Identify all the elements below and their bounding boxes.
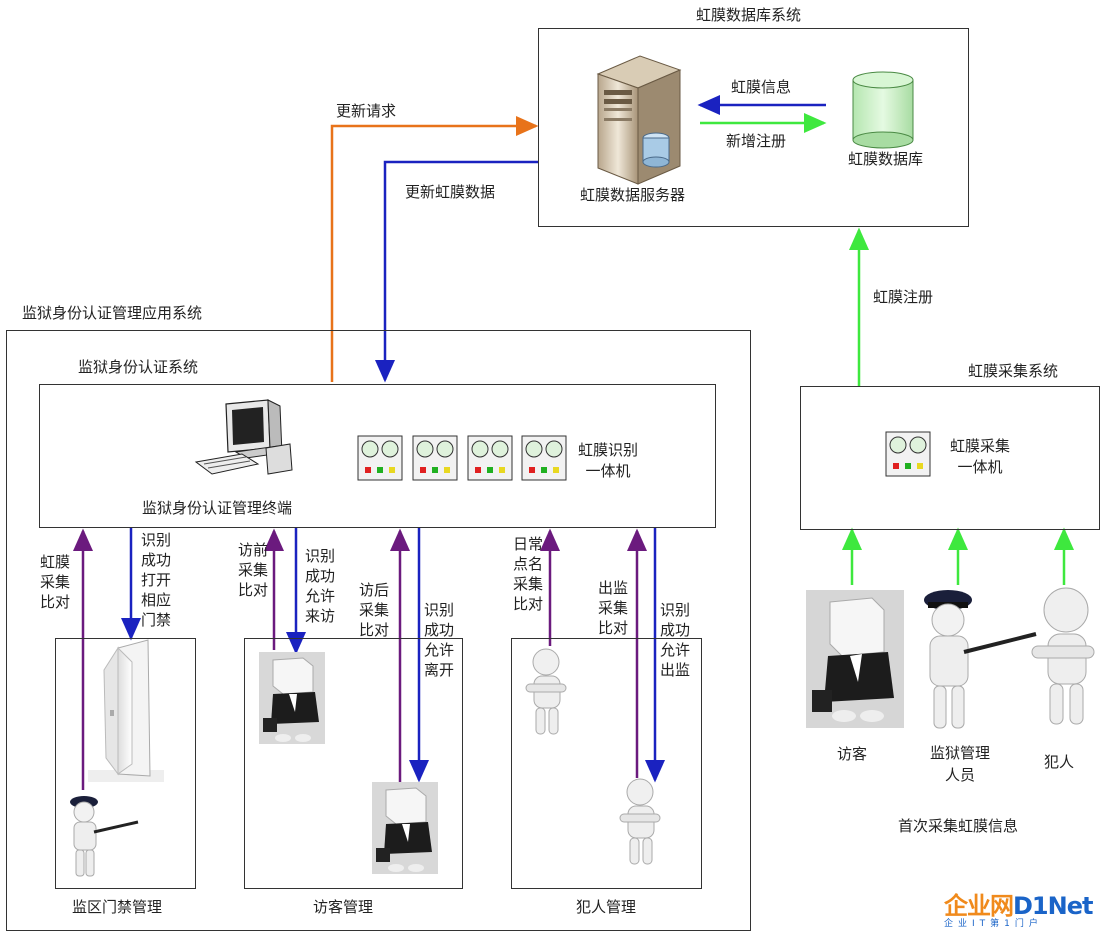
visitor-figure [372,782,438,874]
gate-up-label: 虹膜采集比对 [40,553,71,611]
recognizer-label: 虹膜识别一体机 [577,441,638,480]
visitor-figure-large [806,590,904,728]
collect-system-title: 虹膜采集系统 [968,362,1059,380]
iris-recognizer-device [412,435,458,481]
visitor-module-box [244,638,463,889]
iris-collector-device [885,431,931,477]
server-label: 虹膜数据服务器 [580,186,686,204]
first-collect-visitor-label: 访客 [837,745,868,763]
logo-tagline: 企业IT第1门户 [944,919,1043,929]
guard-figure [70,796,139,877]
iris-collect-system-box [800,386,1100,530]
prison-auth-system-box [39,384,716,528]
door-icon [88,639,164,782]
gate-module-box [55,638,196,889]
iris-register-label: 虹膜注册 [873,288,934,306]
update-data-arrow [375,160,538,383]
terminal-label: 监狱身份认证管理终端 [142,499,293,517]
iris-database-system-title: 虹膜数据库系统 [696,6,802,24]
iris-recognizer-device [521,435,567,481]
prisoner-module-title: 犯人管理 [576,898,637,916]
guard-figure-large [924,590,1037,729]
visitor-down2-label: 识别成功允许离开 [424,601,455,679]
database-label: 虹膜数据库 [848,150,924,168]
iris-recognizer-device [357,435,403,481]
update-iris-data-label: 更新虹膜数据 [405,183,496,201]
prisoner-up2-label: 出监采集比对 [598,579,629,637]
visitor-module-title: 访客管理 [313,898,374,916]
collector-label: 虹膜采集一体机 [949,437,1010,476]
update-request-label: 更新请求 [336,102,397,120]
visitor-down1-label: 识别成功允许来访 [305,547,336,625]
first-collect-prisoner-label: 犯人 [1044,753,1075,771]
iris-database-system-box [538,28,969,227]
first-collect-caption: 首次采集虹膜信息 [898,817,1019,835]
visitor-figure [259,652,325,744]
prisoner-down-label: 识别成功允许出监 [660,601,691,679]
prisoner-figure [525,648,567,735]
auth-system-title: 监狱身份认证系统 [78,358,199,376]
server-icon [596,55,682,185]
visitor-up2-label: 访后采集比对 [359,581,390,639]
computer-icon [194,399,293,475]
database-icon [852,71,914,149]
visitor-up1-label: 访前采集比对 [238,541,269,599]
gate-module-title: 监区门禁管理 [72,898,163,916]
update-request-arrow [330,116,539,382]
d1net-logo: 企业网D1Net 企业IT第1门户 [944,892,1093,930]
iris-recognizer-device [467,435,513,481]
logo-brand-cn: 企业网 [944,892,1014,920]
prison-auth-app-system-box [6,330,751,931]
logo-brand-en: D1Net [1013,892,1093,920]
prisoner-figure-large [1031,587,1095,725]
app-system-title: 监狱身份认证管理应用系统 [22,304,203,322]
iris-info-label: 虹膜信息 [731,78,792,96]
prisoner-up1-label: 日常点名采集比对 [513,535,544,613]
first-collect-staff-label: 监狱管理人员 [929,744,990,784]
prisoner-figure [619,778,661,865]
prisoner-module-box [511,638,702,889]
gate-down-label: 识别成功打开相应门禁 [141,531,172,629]
new-register-label: 新增注册 [726,132,787,150]
